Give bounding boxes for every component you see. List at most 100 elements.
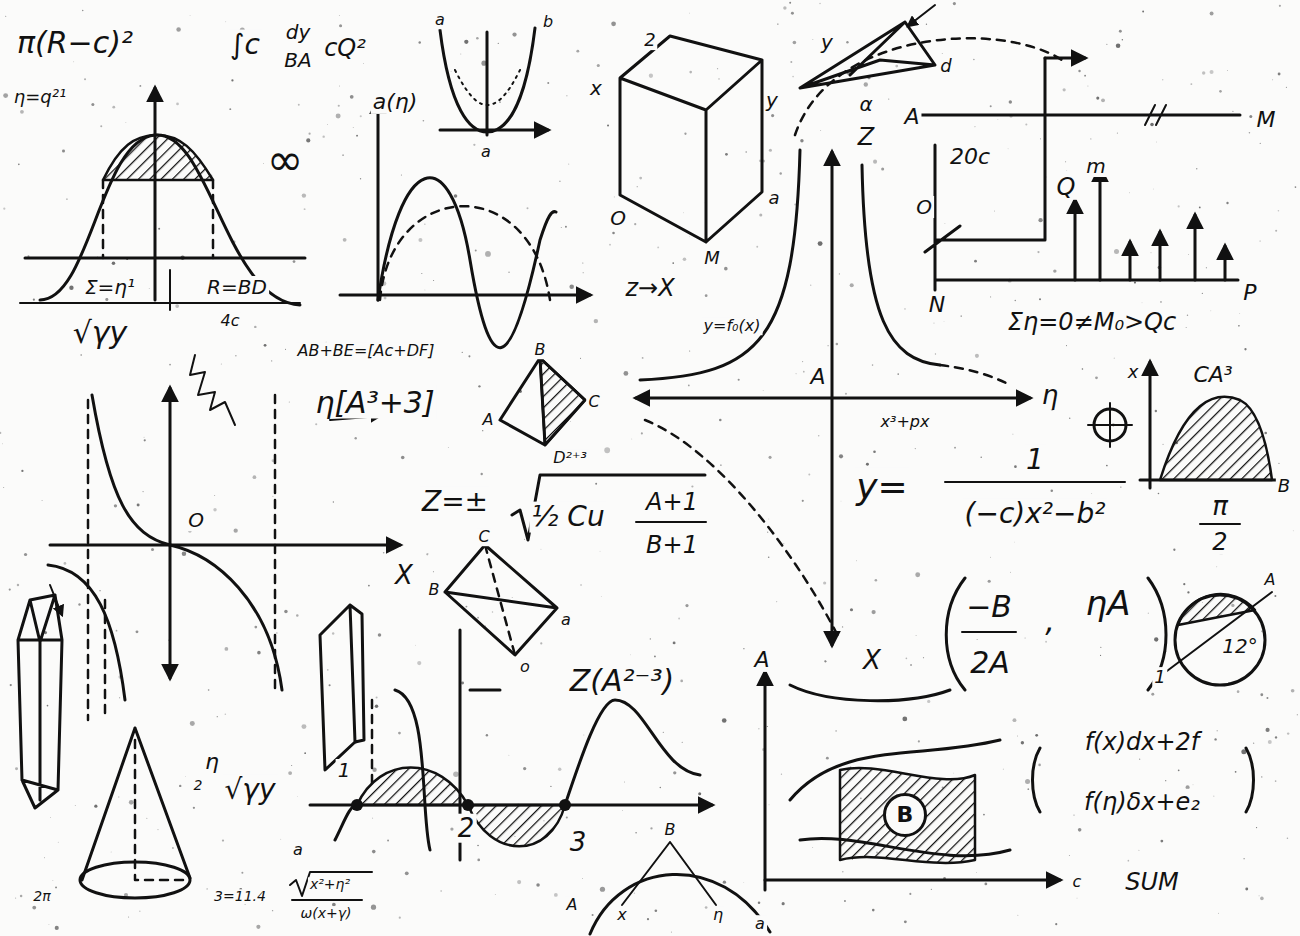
math-label: dy: [284, 21, 313, 43]
rectangle-sketch-stroke: [445, 545, 557, 655]
speckle: [1090, 138, 1091, 139]
speckle: [904, 920, 907, 923]
speckle: [477, 859, 480, 862]
speckle: [1297, 714, 1298, 715]
speckle: [15, 897, 16, 898]
speckle: [114, 504, 117, 507]
speckle: [84, 78, 86, 80]
speckle: [94, 805, 97, 808]
speckle: [1069, 418, 1070, 419]
speckle: [235, 355, 237, 357]
speckle: [1278, 210, 1280, 212]
speckle: [18, 164, 20, 166]
speckle: [634, 892, 635, 893]
speckle: [20, 110, 24, 114]
speckle: [1256, 827, 1257, 828]
speckle: [607, 125, 609, 127]
speckle: [923, 657, 924, 658]
speckle: [157, 829, 158, 830]
math-label: Z(A²⁻³): [568, 664, 676, 697]
speckle: [193, 807, 195, 809]
speckle: [492, 611, 493, 612]
speckle: [1235, 771, 1237, 773]
central-axes-stroke: [636, 397, 1030, 400]
speckle: [580, 358, 581, 359]
speckle: [208, 689, 210, 691]
speckle: [566, 95, 567, 96]
speckle: [1114, 358, 1115, 359]
speckle: [1053, 269, 1056, 272]
speckle: [864, 82, 868, 86]
sine-graph-stroke: [377, 100, 380, 300]
speckle: [844, 900, 846, 902]
speckle: [846, 41, 848, 43]
speckle: [82, 10, 83, 11]
speckle: [423, 120, 425, 122]
speckle: [1264, 432, 1267, 435]
speckle: [723, 880, 726, 883]
math-label: A: [808, 365, 827, 389]
math-label: B: [663, 821, 678, 839]
bell-curve-graph-stroke: [103, 180, 213, 258]
math-label: ∫c: [228, 30, 262, 61]
speckle: [1051, 490, 1054, 493]
speckle: [1009, 571, 1011, 573]
speckle: [1150, 252, 1152, 254]
cube-sketch: [620, 36, 762, 242]
speckle: [994, 210, 996, 212]
speckle: [536, 883, 540, 887]
math-label: A: [902, 105, 921, 129]
speckle: [182, 551, 186, 555]
speckle: [368, 585, 370, 587]
speckle: [1002, 768, 1004, 770]
speckle: [440, 890, 442, 892]
math-label: 1: [336, 759, 353, 781]
speckle: [1274, 595, 1276, 597]
math-label: η: [711, 906, 725, 924]
cone-sketch-stroke: [82, 728, 190, 880]
speckle: [825, 661, 827, 663]
speckle: [378, 633, 381, 636]
math-label: √γy: [71, 316, 130, 349]
speckle: [1120, 486, 1121, 487]
speckle: [931, 889, 932, 890]
speckle: [190, 721, 195, 726]
speckle: [1160, 301, 1162, 303]
speckle: [583, 272, 584, 273]
speckle: [684, 133, 686, 135]
rectangle-sketch: [445, 545, 557, 655]
speckle: [650, 827, 652, 829]
speckle: [1012, 433, 1014, 435]
speckle: [264, 344, 267, 347]
area-graph-stroke: [371, 700, 374, 790]
formula-marks-stroke: [1200, 523, 1240, 525]
circle-sector-stroke: [1155, 592, 1272, 680]
math-label: 4c: [219, 312, 242, 330]
speckle: [498, 43, 499, 44]
region-graph-stroke: [790, 740, 1010, 856]
math-label: a: [479, 143, 493, 161]
circle-node: B: [883, 793, 927, 837]
math-label: 1: [1024, 445, 1046, 476]
speckle: [827, 345, 828, 346]
speckle: [179, 785, 181, 787]
tetrahedron-sketch-stroke: [540, 358, 585, 445]
speckle: [718, 78, 719, 79]
speckle: [336, 114, 341, 119]
math-label: ,: [1043, 604, 1057, 637]
math-label: x: [588, 77, 604, 99]
speckle: [635, 832, 637, 834]
speckle: [547, 82, 549, 84]
speckle: [327, 669, 329, 671]
speckle: [592, 914, 594, 916]
speckle: [678, 618, 680, 620]
speckle: [508, 92, 509, 93]
speckle: [473, 144, 475, 146]
speckle: [343, 238, 347, 242]
speckle: [1279, 5, 1281, 7]
math-label: Σ=η¹: [83, 276, 137, 298]
speckle: [355, 437, 357, 439]
speckle: [129, 800, 134, 805]
math-label: a: [753, 915, 767, 933]
speckle: [1213, 796, 1214, 797]
